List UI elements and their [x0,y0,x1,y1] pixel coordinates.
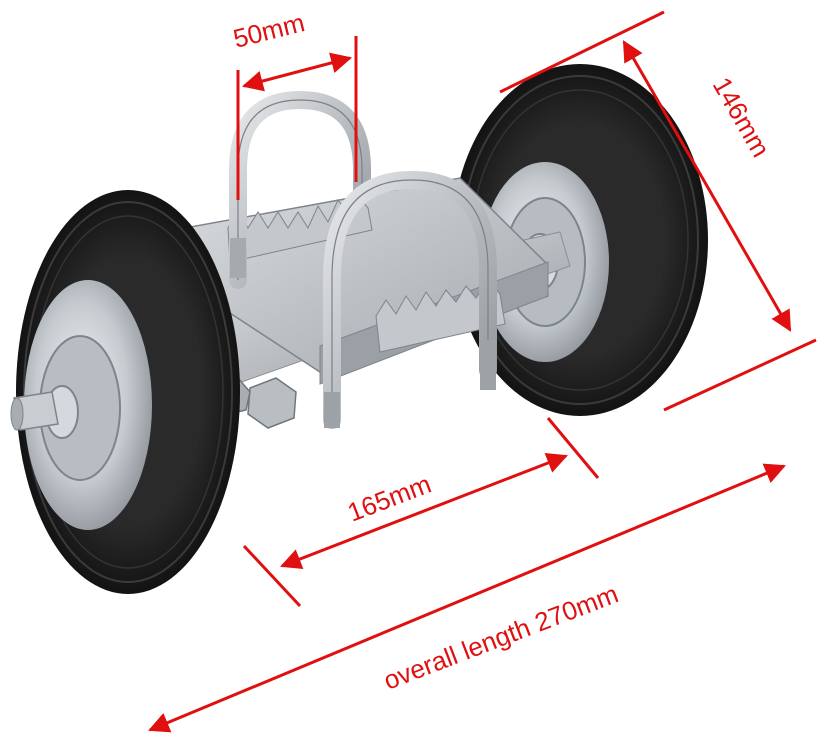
u-bolt-front [323,170,497,429]
u-bolt-back [229,90,371,289]
clamp-bracket [184,177,549,429]
label-overall-length: overall length 270mm [379,579,622,696]
left-wheel [10,190,240,594]
label-50mm: 50mm [230,7,307,54]
dimension-overall-length: overall length 270mm [148,463,786,733]
dimension-165mm: 165mm [242,417,600,608]
label-165mm: 165mm [343,469,435,528]
label-146mm: 146mm [707,72,776,162]
